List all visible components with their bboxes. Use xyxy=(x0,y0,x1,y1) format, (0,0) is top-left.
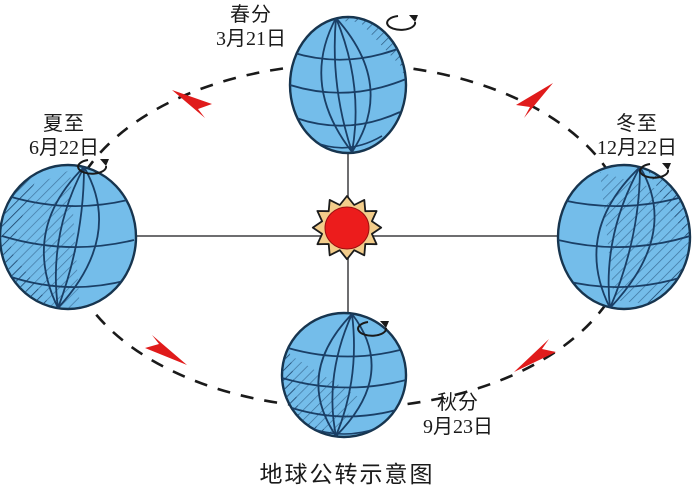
rotation-arrow-summer xyxy=(77,159,109,175)
rotation-arrow-autumn xyxy=(357,321,389,337)
earth-globe-spring xyxy=(288,15,418,155)
orbit-direction-arrows xyxy=(145,83,556,372)
earth-globe-winter xyxy=(556,163,692,311)
orbit-arrow-bottom-right xyxy=(514,339,556,372)
label-summer-season: 夏至 xyxy=(43,113,85,135)
label-spring-equinox: 春分 3月21日 xyxy=(181,4,321,51)
earth-globe-summer xyxy=(0,159,138,311)
sun xyxy=(311,195,383,261)
orbit-arrow-top-left xyxy=(172,90,212,118)
label-spring-season: 春分 xyxy=(230,4,272,26)
label-spring-date: 3月21日 xyxy=(216,27,286,50)
rotation-arrow-winter xyxy=(639,163,671,179)
label-winter-date: 12月22日 xyxy=(597,136,677,159)
label-summer-solstice: 夏至 6月22日 xyxy=(0,113,128,160)
label-autumn-date: 9月23日 xyxy=(423,415,493,438)
label-autumn-equinox: 秋分 9月23日 xyxy=(398,392,518,439)
rotation-arrow-spring xyxy=(386,15,418,31)
orbit-arrow-bottom-left xyxy=(145,335,187,365)
label-winter-solstice: 冬至 12月22日 xyxy=(580,113,694,160)
label-winter-season: 冬至 xyxy=(616,113,658,135)
orbit-arrow-top-right xyxy=(516,83,553,118)
label-autumn-season: 秋分 xyxy=(437,392,479,414)
diagram-title: 地球公转示意图 xyxy=(259,462,435,487)
label-summer-date: 6月22日 xyxy=(29,136,99,159)
earth-globe-autumn xyxy=(280,311,408,439)
